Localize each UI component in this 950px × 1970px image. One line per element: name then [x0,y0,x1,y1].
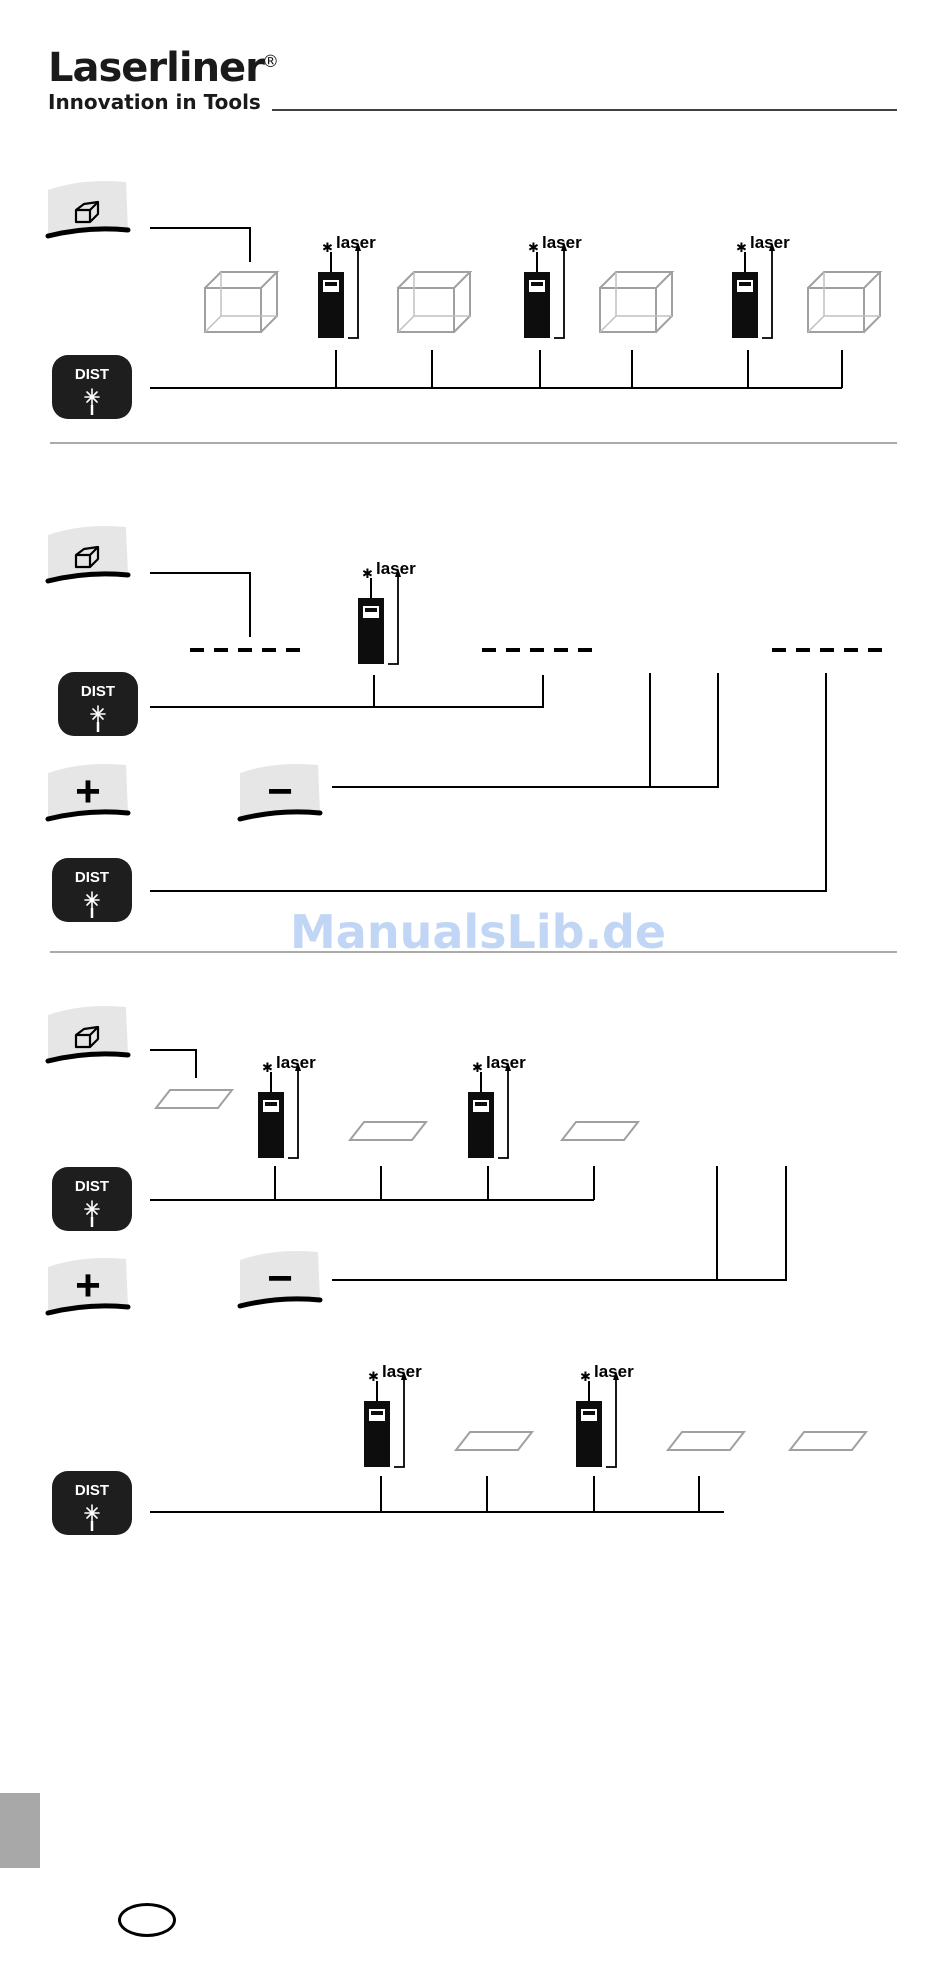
function-button[interactable] [48,1006,128,1061]
dist-button-label: DIST [75,869,109,886]
rangefinder-device-icon [732,242,775,338]
device-label: laser [382,1362,422,1381]
dist-button[interactable] [52,1471,132,1535]
laser-marker: ✱ [736,240,747,255]
dist-button-label: DIST [75,366,109,383]
function-button[interactable] [48,181,128,236]
device-label: laser [542,233,582,252]
dist-button-label: DIST [81,683,115,700]
laser-marker: ✱ [368,1369,379,1384]
dist-button-label: DIST [75,1178,109,1195]
rangefinder-device-icon [468,1062,511,1158]
plus-button-symbol: + [75,1261,101,1310]
parallelogram-outline-icon [456,1432,532,1450]
box-outline-icon [205,272,277,332]
language-badge [118,1903,176,1937]
side-tab [0,1793,40,1868]
device-label: laser [594,1362,634,1381]
laser-marker: ✱ [472,1060,483,1075]
box-outline-icon [808,272,880,332]
minus-button-symbol: − [267,1254,293,1303]
laser-marker: ✱ [528,240,539,255]
device-label: laser [276,1053,316,1072]
plus-button-symbol: + [75,767,101,816]
parallelogram-outline-icon [156,1090,232,1108]
rangefinder-device-icon [318,242,361,338]
dist-button[interactable] [58,672,138,736]
minus-button-symbol: − [267,767,293,816]
laser-marker: ✱ [362,566,373,581]
parallelogram-outline-icon [790,1432,866,1450]
rangefinder-device-icon [364,1371,407,1467]
parallelogram-outline-icon [350,1122,426,1140]
box-outline-icon [398,272,470,332]
watermark: ManualsLib.de [290,905,666,959]
device-label: laser [376,559,416,578]
dist-button[interactable] [52,1167,132,1231]
box-outline-icon [600,272,672,332]
device-label: laser [750,233,790,252]
dist-button[interactable] [52,355,132,419]
laser-marker: ✱ [262,1060,273,1075]
rangefinder-device-icon [576,1371,619,1467]
device-label: laser [486,1053,526,1072]
parallelogram-outline-icon [562,1122,638,1140]
device-label: laser [336,233,376,252]
rangefinder-device-icon [524,242,567,338]
rangefinder-device-icon [258,1062,301,1158]
parallelogram-outline-icon [668,1432,744,1450]
function-button[interactable] [48,526,128,581]
rangefinder-device-icon [358,568,401,664]
dist-button-label: DIST [75,1482,109,1499]
laser-marker: ✱ [322,240,333,255]
laser-marker: ✱ [580,1369,591,1384]
dist-button[interactable] [52,858,132,922]
